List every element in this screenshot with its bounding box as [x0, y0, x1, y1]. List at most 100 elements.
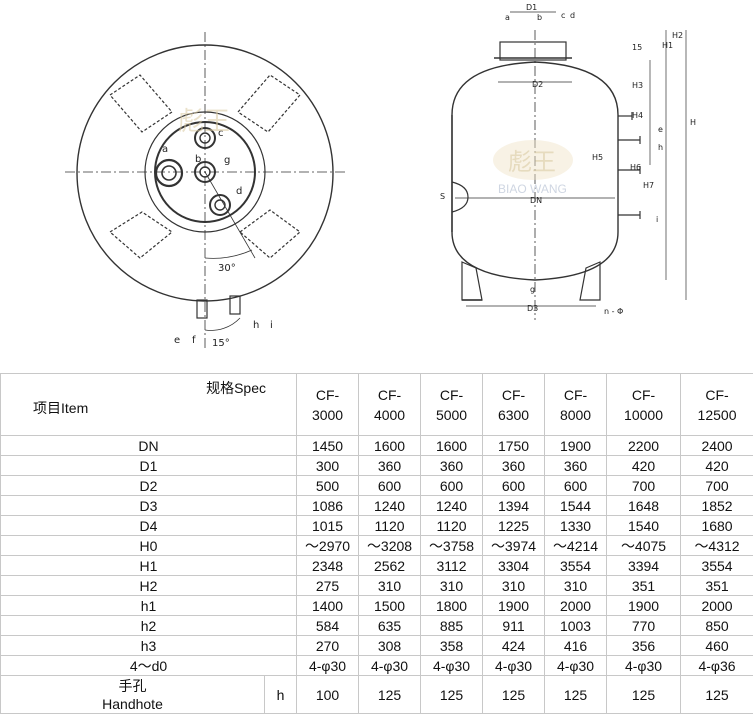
table-cell: 600: [420, 475, 484, 496]
table-cell: ～4214: [544, 535, 608, 556]
table-cell: 100: [296, 675, 360, 714]
table-cell: 125: [680, 675, 753, 714]
table-cell: 3304: [482, 555, 546, 576]
table-cell: 310: [420, 575, 484, 596]
table-cell: 635: [358, 615, 422, 636]
leg-upper-right: [237, 74, 301, 133]
header-item-label: 项目Item: [33, 400, 89, 416]
table-cell: 2000: [544, 595, 608, 616]
svg-text:a: a: [162, 144, 168, 155]
table-cell: 4-φ30: [358, 655, 422, 676]
table-cell: 1680: [680, 515, 753, 536]
table-cell: 2348: [296, 555, 360, 576]
table-cell: 4-φ30: [296, 655, 360, 676]
table-cell: 885: [420, 615, 484, 636]
model-header: CF- 12500: [680, 373, 753, 436]
model-header: CF- 5000: [420, 373, 484, 436]
watermark-left: 彪王: [178, 107, 230, 137]
table-cell: 424: [482, 635, 546, 656]
svg-text:H5: H5: [592, 153, 603, 162]
svg-text:15: 15: [632, 43, 642, 52]
table-cell: 1600: [420, 435, 484, 456]
header-corner-cell: 规格Spec 项目Item: [0, 373, 298, 436]
table-cell: 1086: [296, 495, 360, 516]
svg-text:b: b: [537, 13, 542, 22]
table-cell: 600: [358, 475, 422, 496]
row-label: D3: [0, 495, 298, 516]
table-cell: 1394: [482, 495, 546, 516]
svg-text:H1: H1: [662, 41, 673, 50]
table-cell: 125: [420, 675, 484, 714]
table-cell: 2200: [606, 435, 682, 456]
table-cell: 1015: [296, 515, 360, 536]
table-cell: ～3758: [420, 535, 484, 556]
table-cell: 3554: [680, 555, 753, 576]
table-cell: 600: [482, 475, 546, 496]
table-cell: ～4075: [606, 535, 682, 556]
table-cell: 1544: [544, 495, 608, 516]
svg-text:H4: H4: [632, 111, 643, 120]
table-cell: 356: [606, 635, 682, 656]
table-cell: 500: [296, 475, 360, 496]
table-cell: 700: [680, 475, 753, 496]
side-view-labels: D1 a b c d D2 DN D3 S g h i e n - Φ 15 H…: [440, 3, 696, 316]
table-row: H0～2970～3208～3758～3974～4214～4075～4312: [0, 535, 753, 556]
handhole-label-cn: 手孔: [118, 677, 147, 694]
table-cell: 125: [606, 675, 682, 714]
table-cell: 420: [680, 455, 753, 476]
table-cell: 416: [544, 635, 608, 656]
handhole-label-cell: 手孔 Handhote: [0, 675, 265, 714]
table-cell: 1900: [606, 595, 682, 616]
row-label: D2: [0, 475, 298, 496]
svg-text:d: d: [236, 186, 242, 197]
row-label: D4: [0, 515, 298, 536]
row-label: H0: [0, 535, 298, 556]
model-header: CF- 6300: [482, 373, 546, 436]
table-cell: ～3208: [358, 535, 422, 556]
side-view-drawing: [451, 11, 687, 320]
svg-text:DN: DN: [530, 196, 542, 205]
svg-text:i: i: [656, 215, 658, 224]
svg-text:D1: D1: [526, 3, 537, 12]
top-view-drawing: [65, 32, 345, 350]
svg-text:15°: 15°: [212, 338, 230, 349]
table-cell: 1240: [420, 495, 484, 516]
table-cell: 3112: [420, 555, 484, 576]
svg-text:i: i: [270, 320, 273, 331]
table-cell: 1800: [420, 595, 484, 616]
table-cell: 1450: [296, 435, 360, 456]
header-spec-label: 规格Spec: [206, 380, 267, 396]
table-cell: 4-φ30: [606, 655, 682, 676]
table-cell: 1852: [680, 495, 753, 516]
table-header-row: 规格Spec 项目Item CF- 3000 CF- 4000 CF- 5000…: [0, 373, 753, 436]
table-cell: 125: [482, 675, 546, 714]
table-cell: 1540: [606, 515, 682, 536]
table-cell: 1900: [544, 435, 608, 456]
table-cell: 310: [544, 575, 608, 596]
table-cell: 308: [358, 635, 422, 656]
svg-text:H: H: [690, 118, 696, 127]
table-cell: 1120: [420, 515, 484, 536]
row-label: D1: [0, 455, 298, 476]
svg-text:n - Φ: n - Φ: [604, 307, 623, 316]
svg-text:h: h: [658, 143, 663, 152]
svg-text:g: g: [530, 285, 535, 294]
table-cell: 360: [420, 455, 484, 476]
table-cell: 1240: [358, 495, 422, 516]
row-label: DN: [0, 435, 298, 456]
svg-text:H7: H7: [643, 181, 654, 190]
table-cell: 1600: [358, 435, 422, 456]
table-cell: 700: [606, 475, 682, 496]
table-cell: 1900: [482, 595, 546, 616]
table-cell: 460: [680, 635, 753, 656]
table-cell: 358: [420, 635, 484, 656]
table-cell: 911: [482, 615, 546, 636]
table-cell: 310: [358, 575, 422, 596]
table-cell: 1400: [296, 595, 360, 616]
